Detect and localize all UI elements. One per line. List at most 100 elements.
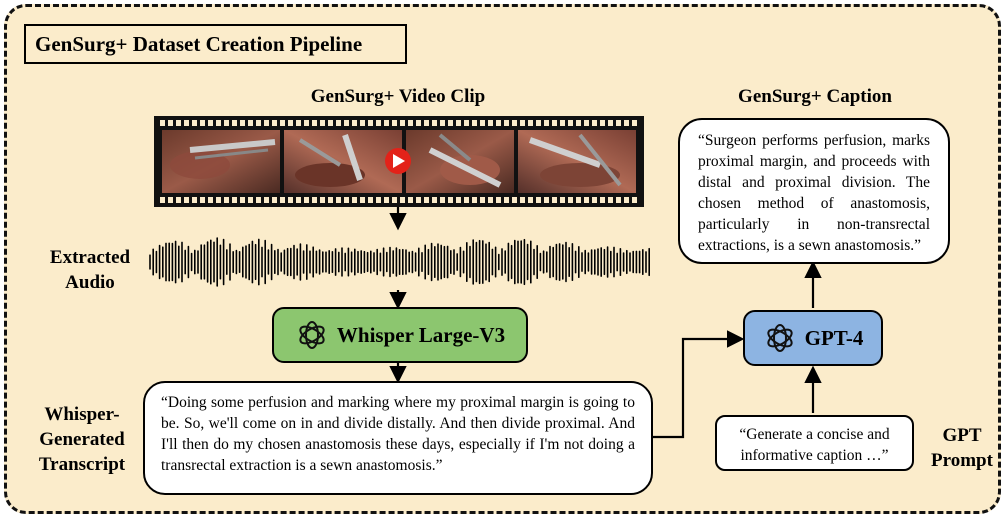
film-sprocket-hole [496,120,501,126]
film-sprocket-hole [224,197,229,203]
film-sprocket-hole [456,197,461,203]
film-sprocket-hole [592,120,597,126]
gpt4-label: GPT-4 [804,325,864,350]
film-sprocket-hole [392,197,397,203]
film-sprocket-hole [376,197,381,203]
film-sprocket-hole [536,120,541,126]
whisper-label: Whisper Large-V3 [336,322,506,347]
film-sprocket-hole [376,120,381,126]
film-sprocket-hole [392,120,397,126]
film-sprocket-hole [176,120,181,126]
film-sprocket-hole [520,120,525,126]
film-sprocket-hole [360,120,365,126]
film-sprocket-hole [464,120,469,126]
film-sprocket-hole [200,197,205,203]
film-sprocket-hole [336,120,341,126]
caption-label: GenSurg+ Caption [738,86,892,107]
film-sprocket-hole [408,197,413,203]
diagram-title: GenSurg+ Dataset Creation Pipeline [24,24,407,64]
film-sprocket-hole [552,120,557,126]
film-sprocket-hole [560,120,565,126]
film-sprocket-hole [312,120,317,126]
film-sprocket-hole [272,120,277,126]
film-sprocket-hole [384,120,389,126]
film-sprocket-hole [624,120,629,126]
film-sprocket-hole [536,197,541,203]
film-sprocket-hole [544,120,549,126]
openai-logo-icon [766,324,793,352]
film-sprocket-hole [560,197,565,203]
film-sprocket-hole [584,120,589,126]
gpt4-model-box: GPT-4 [743,310,883,366]
prompt-bubble: “Generate a concise and informative capt… [715,415,914,471]
play-button-icon[interactable] [385,148,411,174]
film-sprocket-hole [344,197,349,203]
film-sprocket-hole [216,120,221,126]
film-sprocket-hole [472,120,477,126]
film-sprocket-hole [584,197,589,203]
film-sprocket-hole [256,120,261,126]
film-sprocket-hole [280,197,285,203]
film-sprocket-hole [440,120,445,126]
film-sprocket-hole [160,197,165,203]
video-frame-1 [162,130,280,193]
openai-logo-icon [299,321,325,349]
film-sprocket-hole [432,197,437,203]
film-sprocket-hole [480,197,485,203]
film-sprocket-hole [192,197,197,203]
film-sprocket-hole [240,120,245,126]
film-sprocket-hole [256,197,261,203]
film-sprocket-hole [616,120,621,126]
film-sprocket-hole [472,197,477,203]
arrow-transcript-to-gpt [653,330,745,439]
film-sprocket-hole [416,120,421,126]
film-sprocket-hole [400,197,405,203]
film-sprocket-hole [280,120,285,126]
film-sprocket-hole [368,120,373,126]
film-sprocket-hole [400,120,405,126]
film-sprocket-hole [408,120,413,126]
film-sprocket-hole [368,197,373,203]
film-sprocket-hole [592,197,597,203]
film-sprocket-hole [232,197,237,203]
film-sprocket-hole [552,197,557,203]
film-sprocket-hole [576,120,581,126]
film-sprocket-hole [224,120,229,126]
film-sprocket-hole [528,120,533,126]
film-sprocket-hole [504,197,509,203]
film-sprocket-hole [288,197,293,203]
film-sprocket-hole [616,197,621,203]
video-frame-3 [406,130,514,193]
film-sprocket-hole [384,197,389,203]
film-sprocket-hole [624,197,629,203]
film-sprocket-hole [352,197,357,203]
film-sprocket-hole [320,120,325,126]
film-sprocket-hole [344,120,349,126]
film-sprocket-hole [248,197,253,203]
film-sprocket-hole [432,120,437,126]
film-sprocket-hole [264,120,269,126]
film-sprocket-hole [240,197,245,203]
film-sprocket-hole [456,120,461,126]
film-sprocket-hole [360,197,365,203]
film-sprocket-hole [416,197,421,203]
film-sprocket-hole [192,120,197,126]
film-sprocket-hole [160,120,165,126]
film-sprocket-hole [568,197,573,203]
film-sprocket-hole [264,197,269,203]
film-sprocket-hole [328,120,333,126]
film-sprocket-hole [632,120,637,126]
film-sprocket-hole [600,120,605,126]
film-sprocket-hole [520,197,525,203]
film-sprocket-hole [424,120,429,126]
film-sprocket-hole [632,197,637,203]
film-sprocket-hole [608,120,613,126]
film-sprocket-hole [208,120,213,126]
film-sprocket-hole [208,197,213,203]
film-sprocket-hole [496,197,501,203]
